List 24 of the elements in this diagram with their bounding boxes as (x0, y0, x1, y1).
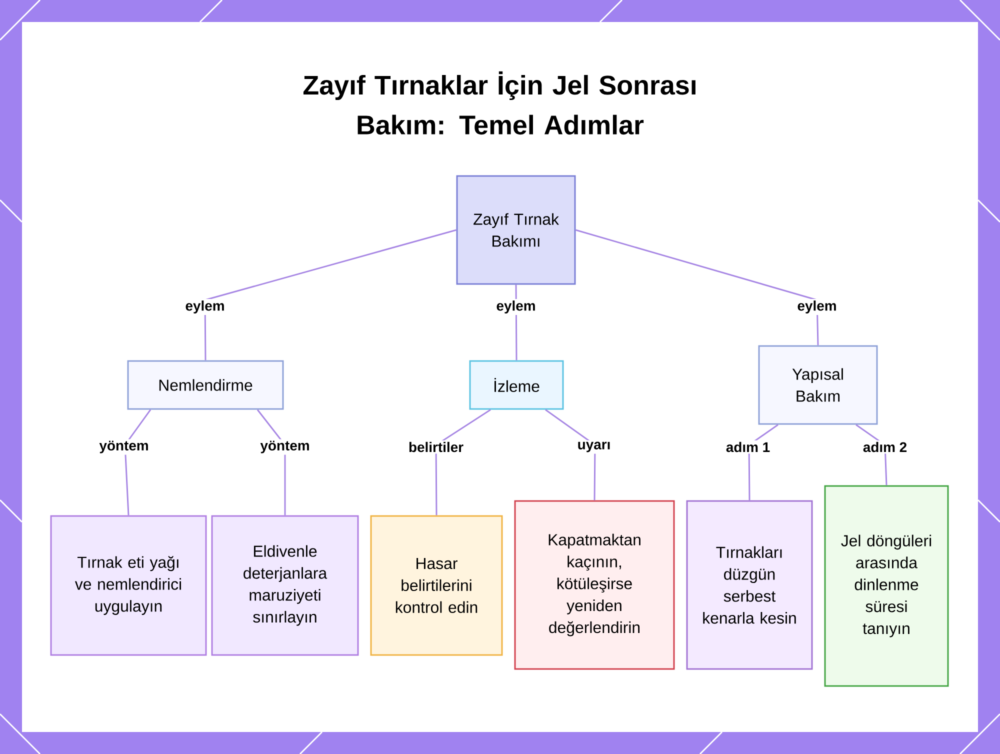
connector-line (576, 229, 819, 346)
process-box: Tırnakları düzgün serbest kenarla kesin (686, 500, 813, 670)
edge-label: adım 2 (861, 440, 909, 454)
title: Zayıf Tırnaklar İçin Jel Sonrası Bakım: Temel Adımlar (303, 71, 696, 135)
process-box: Hasar belirtilerini kontrol edin (370, 515, 503, 656)
connector-line (204, 229, 456, 360)
process-box: Eldivenle deterjanlara maruziyeti sınırlayın (211, 515, 359, 656)
process-box: Zayıf Tırnak Bakımı (456, 175, 576, 285)
edge-label: belirtiler (407, 440, 466, 454)
process-box: Jel döngüleri arasında dinlenme süresi tanıyın (824, 485, 949, 687)
edge-label: eylem (184, 299, 226, 315)
edge-label: yöntem (258, 439, 312, 455)
connector-line (545, 409, 596, 500)
edge-label: eylem (494, 299, 538, 315)
process-box: İzleme (469, 360, 564, 410)
edge-label: eylem (796, 299, 838, 315)
process-box: Kapatmaktan kaçının, kötüleşirse yeniden değerlendirin (514, 500, 675, 670)
edge-label: adım 1 (724, 440, 772, 454)
edge-label: yöntem (98, 439, 150, 455)
connector-line (435, 409, 491, 516)
edge-label: uyarı (576, 440, 612, 454)
process-box: Nemlendirme (127, 360, 284, 410)
process-box: Yapısal Bakım (758, 345, 878, 425)
process-box: Tırnak eti yağı ve nemlendirici uygulayın (50, 515, 207, 656)
